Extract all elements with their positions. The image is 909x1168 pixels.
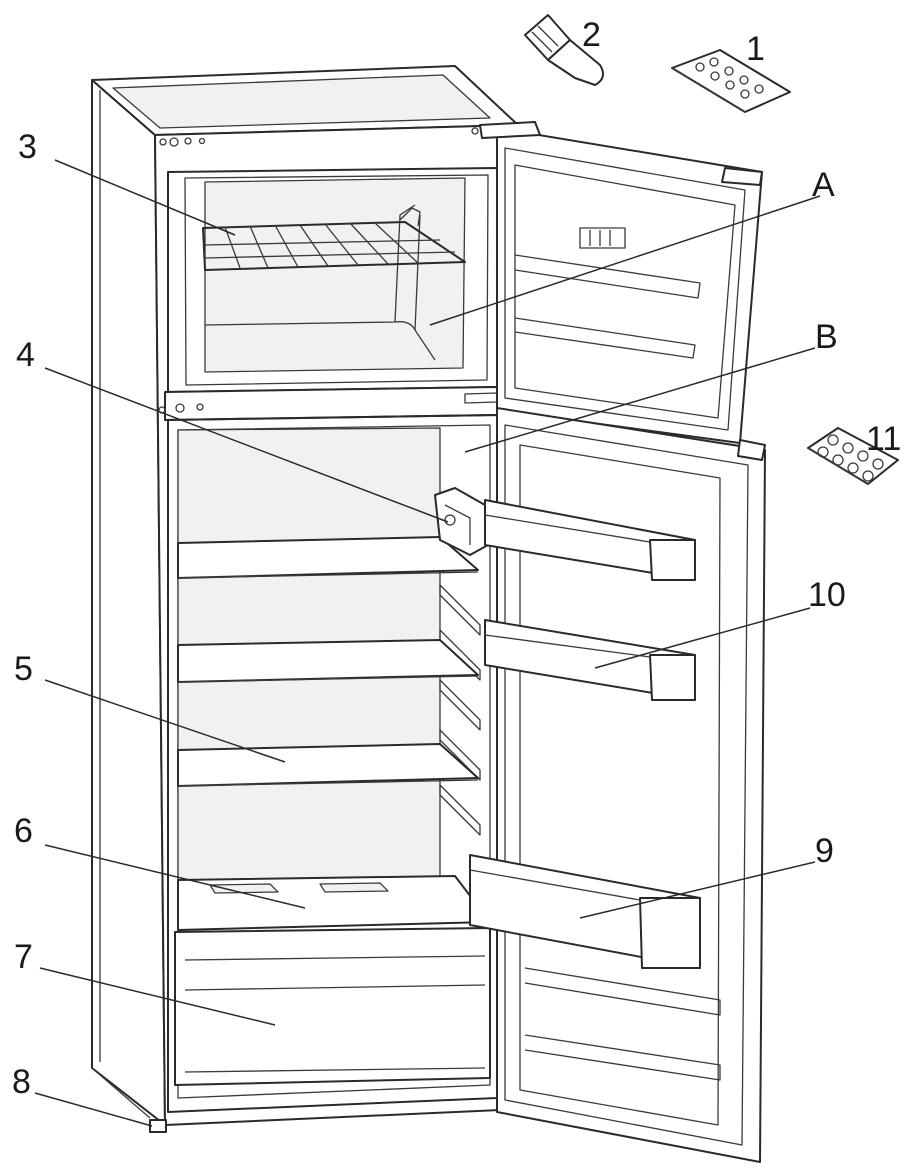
- callout-B: B: [815, 318, 838, 356]
- ice-tray: [671, 49, 791, 113]
- callout-9: 9: [815, 832, 834, 870]
- callout-6: 6: [14, 812, 33, 850]
- freezer-wire-shelf: [202, 207, 466, 271]
- callout-7: 7: [14, 938, 33, 976]
- ice-scraper: [524, 14, 605, 86]
- callout-1: 1: [746, 30, 765, 68]
- freezer-door: [479, 121, 763, 444]
- callout-10: 10: [808, 576, 846, 614]
- crisper-cover: [177, 875, 491, 931]
- cabinet-side-panel: [91, 79, 166, 1126]
- egg-tray: [807, 427, 899, 485]
- shelf-rail-supports: [439, 584, 481, 836]
- cabinet-top: [91, 65, 519, 136]
- door-shelf-middle: [484, 619, 696, 701]
- callout-4: 4: [16, 336, 35, 374]
- leader-lines: [34, 159, 821, 1127]
- callout-2: 2: [582, 16, 601, 54]
- crisper-drawer: [174, 927, 491, 1086]
- bottle-shelf: [469, 854, 701, 969]
- door-shelf-upper: [484, 499, 696, 581]
- callout-5: 5: [14, 650, 33, 688]
- callout-3: 3: [18, 128, 37, 166]
- glass-shelves: [177, 536, 479, 787]
- freezer-compartment: [167, 167, 498, 393]
- callout-11: 11: [866, 420, 901, 458]
- thermostat-housing: [434, 487, 489, 556]
- callout-A: A: [812, 166, 835, 204]
- adjustable-foot: [149, 1119, 167, 1133]
- callout-labels: 1 2 3 A 4 B 11 10 5 6 9 7 8: [12, 16, 901, 1101]
- fridge-door: [496, 407, 766, 1163]
- callout-8: 8: [12, 1063, 31, 1101]
